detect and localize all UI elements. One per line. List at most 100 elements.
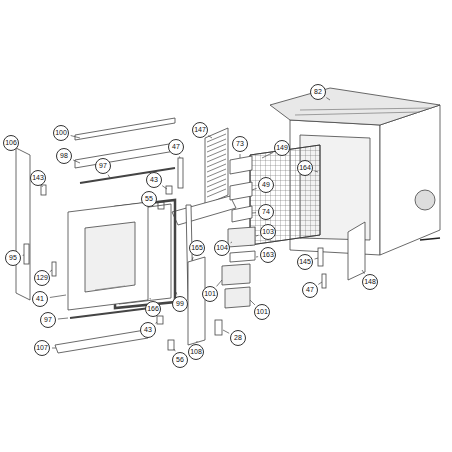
leader-line bbox=[217, 280, 222, 286]
callout-number: 100 bbox=[53, 125, 69, 141]
small-part bbox=[24, 244, 29, 264]
louvre-panel bbox=[205, 128, 228, 205]
shelf bbox=[172, 196, 236, 225]
leader-line bbox=[52, 348, 56, 349]
leader-line bbox=[23, 255, 24, 256]
callout-number: 101 bbox=[202, 286, 218, 302]
leader-line bbox=[223, 330, 229, 333]
leader-line bbox=[315, 171, 318, 172]
leader-line bbox=[50, 295, 66, 297]
bar bbox=[75, 143, 175, 168]
small-part bbox=[318, 248, 323, 266]
small-part bbox=[322, 274, 326, 288]
leader-line bbox=[150, 298, 151, 299]
callout-number: 145 bbox=[297, 254, 313, 270]
leader-line bbox=[42, 186, 43, 188]
callout-number: 95 bbox=[5, 250, 21, 266]
leader-line bbox=[108, 175, 110, 178]
callout-number: 41 bbox=[32, 291, 48, 307]
callout-number: 143 bbox=[30, 170, 46, 186]
side-panel bbox=[348, 222, 365, 280]
callout-number: 74 bbox=[258, 204, 274, 220]
leader-line bbox=[318, 282, 322, 284]
callout-number: 82 bbox=[310, 84, 326, 100]
callout-number: 103 bbox=[260, 224, 276, 240]
small-part bbox=[215, 320, 222, 335]
leader-line bbox=[192, 257, 193, 260]
callout-number: 149 bbox=[274, 140, 290, 156]
leader-line bbox=[71, 136, 80, 138]
leader-line bbox=[231, 242, 232, 244]
callout-number: 73 bbox=[232, 136, 248, 152]
callout-number: 147 bbox=[192, 122, 208, 138]
callout-number: 49 bbox=[258, 177, 274, 193]
callout-number: 101 bbox=[254, 304, 270, 320]
callout-number: 104 bbox=[214, 240, 230, 256]
grille bbox=[250, 145, 320, 245]
leader-line bbox=[240, 154, 241, 158]
tray bbox=[230, 251, 255, 262]
small-part bbox=[52, 262, 56, 276]
bracket bbox=[230, 182, 252, 200]
callout-number: 99 bbox=[172, 296, 188, 312]
bracket bbox=[232, 206, 252, 222]
leader-line bbox=[315, 258, 318, 259]
callout-number: 164 bbox=[297, 160, 313, 176]
callout-number: 56 bbox=[172, 352, 188, 368]
leader-line bbox=[162, 186, 167, 189]
small-part bbox=[166, 186, 172, 194]
leader-line bbox=[256, 235, 259, 237]
leader-line bbox=[262, 152, 273, 158]
callout-number: 165 bbox=[189, 240, 205, 256]
callout-number: 97 bbox=[40, 312, 56, 328]
leader-line bbox=[250, 300, 255, 305]
callout-number: 106 bbox=[3, 135, 19, 151]
leader-line bbox=[208, 136, 212, 138]
small-part bbox=[41, 185, 46, 195]
leader-line bbox=[73, 160, 80, 163]
leader-line bbox=[176, 292, 178, 295]
leader-line bbox=[196, 341, 197, 342]
vertical-panel bbox=[188, 257, 205, 345]
callout-number: 43 bbox=[140, 322, 156, 338]
callout-number: 97 bbox=[95, 158, 111, 174]
leader-line bbox=[155, 322, 157, 323]
small-part bbox=[157, 316, 163, 324]
callout-number: 166 bbox=[145, 301, 161, 317]
small-part bbox=[168, 340, 174, 350]
callout-number: 98 bbox=[56, 148, 72, 164]
callout-number: 47 bbox=[302, 282, 318, 298]
callout-number: 129 bbox=[34, 270, 50, 286]
leader-line bbox=[50, 270, 52, 272]
leader-line bbox=[252, 212, 256, 213]
callout-number: 108 bbox=[188, 344, 204, 360]
leader-line bbox=[58, 318, 68, 319]
bracket bbox=[230, 156, 252, 174]
leader-line bbox=[18, 150, 19, 151]
bar bbox=[75, 118, 175, 140]
leader-line bbox=[157, 203, 158, 204]
ash-pan bbox=[222, 264, 250, 285]
ash-pan bbox=[225, 287, 250, 308]
callout-number: 148 bbox=[362, 274, 378, 290]
rod bbox=[70, 308, 150, 318]
bottom-bar bbox=[55, 330, 148, 353]
callout-number: 43 bbox=[146, 172, 162, 188]
leader-line bbox=[179, 156, 181, 158]
leader-line bbox=[256, 256, 258, 257]
fire-pot bbox=[228, 227, 255, 247]
leader-line bbox=[174, 349, 175, 351]
door bbox=[68, 202, 148, 310]
callout-number: 163 bbox=[260, 247, 276, 263]
callout-number: 107 bbox=[34, 340, 50, 356]
leader-line bbox=[252, 188, 257, 190]
leader-line bbox=[326, 98, 330, 100]
panel bbox=[16, 148, 30, 300]
callout-number: 28 bbox=[230, 330, 246, 346]
pin bbox=[178, 158, 183, 188]
callout-number: 47 bbox=[168, 139, 184, 155]
callout-number: 55 bbox=[141, 191, 157, 207]
leader-line bbox=[362, 270, 364, 274]
